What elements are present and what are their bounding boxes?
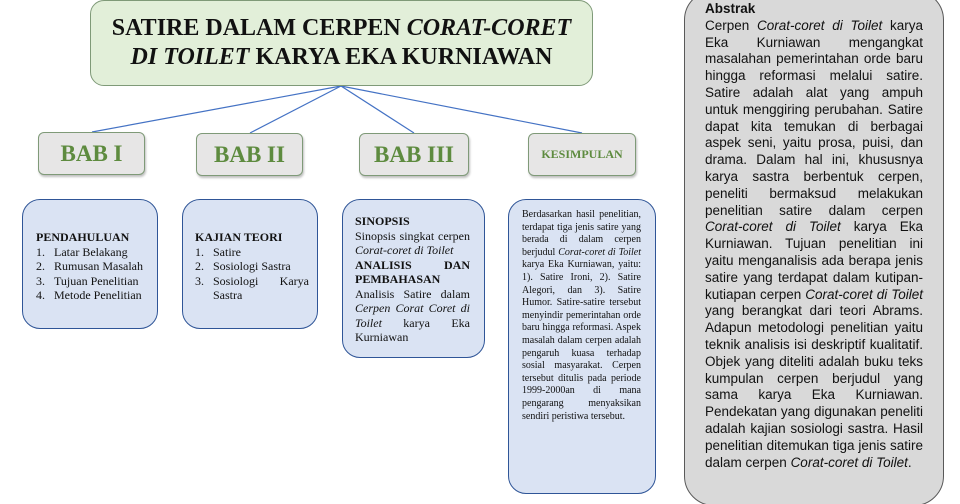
analisis-text: Analisis Satire dalam Cerpen Corat Coret… [355,287,470,345]
analisis-text-italic: Cerpen Corat Coret di Toilet [355,301,470,330]
abstract-italic: Corat-coret di Toilet [805,286,923,302]
card-kajian-teori: KAJIAN TEORI 1. Satire 2. Sosiologi Sastra… [182,199,318,329]
abstract-title: Abstrak [705,1,756,16]
title-line-2: DI TOILET KARYA EKA KURNIAWAN [131,43,553,72]
item-text: Sosiologi Sastra [213,259,291,273]
sinopsis-text: Sinopsis singkat cerpen Corat-coret di T… [355,229,470,258]
item-number: 2. [36,259,45,273]
kesimpulan-text-b: karya Eka Kurniawan, yaitu: 1). Satire I… [522,259,641,422]
item-text: Latar Belakang [54,244,128,259]
item-list: 1. Latar Belakang 2. Rumusan Masalah 3. Tuj… [36,245,149,303]
abstract-text: . [907,454,912,470]
item-number: 2. [195,259,204,273]
list-item: 1. Latar Belakang [36,245,149,260]
connector-bab2 [249,85,342,134]
title-italic-2: DI TOILET [130,44,250,70]
item-text: Tujuan Penelitian [54,273,139,288]
list-item: 1. Satire [195,245,309,260]
title-part-1: SATIRE DALAM CERPEN [111,15,407,41]
item-text: Sosiologi Karya Sastra [213,273,309,303]
title-part-2: KARYA EKA KURNIAWAN [249,44,553,70]
header-bab-3: BAB III [359,133,469,176]
card-heading: PENDAHULUAN [36,230,130,244]
list-item: 2. Rumusan Masalah [36,259,149,274]
analisis-text-a: Analisis Satire dalam [355,286,470,301]
abstract-text: karya Eka Kurniawan mengangkat masalahan… [705,17,924,218]
title-italic-1: CORAT-CORET [406,15,572,41]
item-list: 1. Satire 2. Sosiologi Sastra 3. Sosiologi … [195,245,309,303]
item-text: Rumusan Masalah [54,259,143,273]
main-title: SATIRE DALAM CERPEN CORAT-CORET DI TOILE… [90,0,593,86]
connector-kesimpulan [340,85,583,134]
card-heading-analisis: ANALISIS DAN PEMBAHASAN [355,257,470,287]
sinopsis-text-a: Sinopsis singkat cerpen [355,228,470,243]
abstract-text: karya Eka Kurniawan. Tujuan penelitian i… [705,219,923,302]
abstract-italic: Corat-coret di Toilet [705,219,841,235]
item-number: 1. [36,244,45,259]
abstract-text: yang berangkat dari teori Abrams. Adapun… [705,303,923,470]
card-pendahuluan: PENDAHULUAN 1. Latar Belakang 2. Rumusan M… [22,199,158,329]
header-bab-2: BAB II [196,133,303,176]
kesimpulan-text-italic: Corat-coret di Toilet [558,246,641,258]
analisis-text-b: karya Eka Kurniawan [355,315,470,345]
item-number: 4. [36,288,45,302]
card-heading-sinopsis: SINOPSIS [355,214,410,228]
abstract-italic: Corat-coret di Toilet [757,17,883,33]
item-text: Satire [213,244,241,259]
connector-bab1 [91,85,342,133]
item-number: 3. [36,273,45,288]
abstract-text: Cerpen [705,17,758,33]
list-item: 4. Metode Penelitian [36,288,149,303]
card-sinopsis-analisis: SINOPSIS Sinopsis singkat cerpen Corat-c… [342,199,485,358]
item-text: Metode Penelitian [54,288,142,302]
connector-bab3 [340,85,415,134]
card-kesimpulan: Berdasarkan hasil penelitian, terdapat t… [508,199,656,494]
list-item: 3. Sosiologi Karya Sastra [195,274,309,303]
list-item: 2. Sosiologi Sastra [195,259,309,274]
kesimpulan-text-a: Berdasarkan hasil penelitian, terdapat t… [522,209,641,258]
header-kesimpulan: KESIMPULAN [528,133,636,176]
title-line-1: SATIRE DALAM CERPEN CORAT-CORET [112,14,571,43]
sinopsis-text-italic: Corat-coret di Toilet [355,243,454,257]
list-item: 3. Tujuan Penelitian [36,274,149,289]
item-number: 3. [195,273,204,288]
abstract-body: Cerpen Corat-coret di Toilet karya Eka K… [705,18,923,472]
header-bab-1: BAB I [38,132,145,175]
abstract-panel: Abstrak Cerpen Corat-coret di Toilet kar… [684,0,944,504]
card-heading: KAJIAN TEORI [195,230,283,244]
abstract-italic: Corat-coret di Toilet [790,454,908,470]
item-number: 1. [195,244,204,259]
